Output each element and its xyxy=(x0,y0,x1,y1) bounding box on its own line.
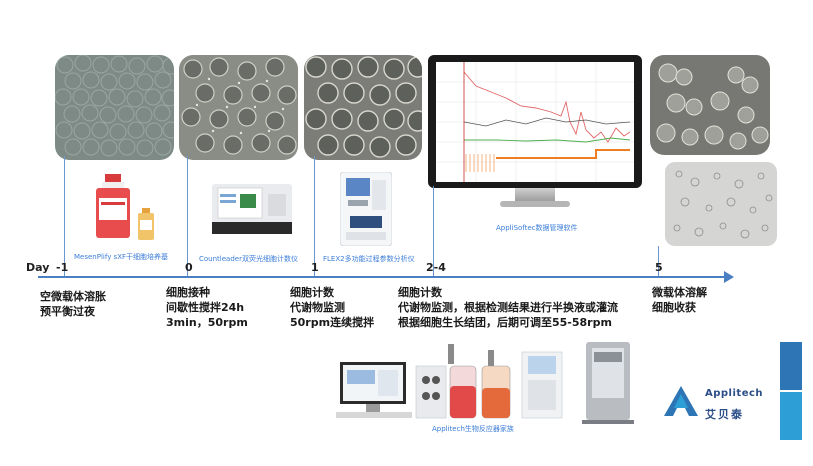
day-label-minus1: -1 xyxy=(56,261,69,274)
day-label-5: 5 xyxy=(655,261,663,274)
step-day-2-4: 细胞计数 代谢物监测，根据检测结果进行半换液或灌流 根据细胞生长结团，后期可调至… xyxy=(398,285,618,330)
step-line: 空微载体溶胀 xyxy=(40,290,106,303)
cell-cluster-image xyxy=(650,55,770,155)
process-analyzer-device-icon xyxy=(339,171,393,247)
caption-analyzer: FLEX2多功能过程参数分析仪 xyxy=(323,255,415,263)
cell-harvest-image xyxy=(665,162,777,246)
step-line: 细胞接种 xyxy=(166,286,210,299)
day-label-2-4: 2-4 xyxy=(426,261,446,274)
day-label-0: 0 xyxy=(185,261,193,274)
timeline-axis xyxy=(38,276,728,278)
caption-counter: Countleader双荧光细胞计数仪 xyxy=(199,255,298,263)
step-line: 3min，50rpm xyxy=(166,316,248,329)
timeline-marker-day-1 xyxy=(314,156,315,276)
step-line: 代谢物监测，根据检测结果进行半换液或灌流 xyxy=(398,301,618,314)
bioreactor-family-image xyxy=(336,340,646,424)
step-day-0: 细胞接种 间歇性搅拌24h 3min，50rpm xyxy=(166,285,248,330)
timeline-marker-day-2-4 xyxy=(433,186,434,276)
cell-counter-device-icon xyxy=(212,184,292,242)
step-line: 细胞计数 xyxy=(398,286,442,299)
monitor-screen xyxy=(436,62,634,182)
timeline-arrow-icon xyxy=(724,271,734,283)
step-line: 间歇性搅拌24h xyxy=(166,301,245,314)
brand-bar-secondary xyxy=(780,392,802,440)
monitor-stand-neck xyxy=(515,188,555,202)
step-line: 预平衡过夜 xyxy=(40,305,95,318)
microcarrier-swelling-image xyxy=(55,55,174,160)
small-bottle-icon xyxy=(136,208,156,240)
brand-bar-primary xyxy=(780,342,802,390)
timeline-marker-day-5 xyxy=(658,246,659,276)
step-line: 代谢物监测 xyxy=(290,301,345,314)
medium-bottle-icon xyxy=(92,174,134,238)
timeline-marker-day-0 xyxy=(187,156,188,276)
timeline-marker-day-minus1 xyxy=(64,156,65,276)
step-day-minus1: 空微载体溶胀 预平衡过夜 xyxy=(40,289,106,319)
day-prefix-label: Day xyxy=(26,261,50,274)
day-label-1: 1 xyxy=(311,261,319,274)
monitor-stand-base xyxy=(500,201,570,207)
step-line: 细胞收获 xyxy=(652,301,696,314)
applitech-logo-icon xyxy=(662,384,700,418)
caption-medium: MesenPlify sXF干细胞培养基 xyxy=(74,253,169,261)
cell-seeding-image xyxy=(179,55,298,160)
brand-name-en: Applitech xyxy=(705,388,764,399)
step-line: 根据细胞生长结团，后期可调至55-58rpm xyxy=(398,316,612,329)
brand-name-cn: 艾贝泰 xyxy=(705,408,744,421)
step-line: 微载体溶解 xyxy=(652,286,707,299)
step-day-1: 细胞计数 代谢物监测 50rpm连续搅拌 xyxy=(290,285,374,330)
cell-count-image xyxy=(304,55,422,160)
caption-software: AppliSoftec数据管理软件 xyxy=(496,224,578,232)
step-line: 50rpm连续搅拌 xyxy=(290,316,375,329)
caption-bioreactor: Applitech生物反应器家族 xyxy=(432,425,514,433)
step-day-5: 微载体溶解 细胞收获 xyxy=(652,285,707,315)
step-line: 细胞计数 xyxy=(290,286,334,299)
